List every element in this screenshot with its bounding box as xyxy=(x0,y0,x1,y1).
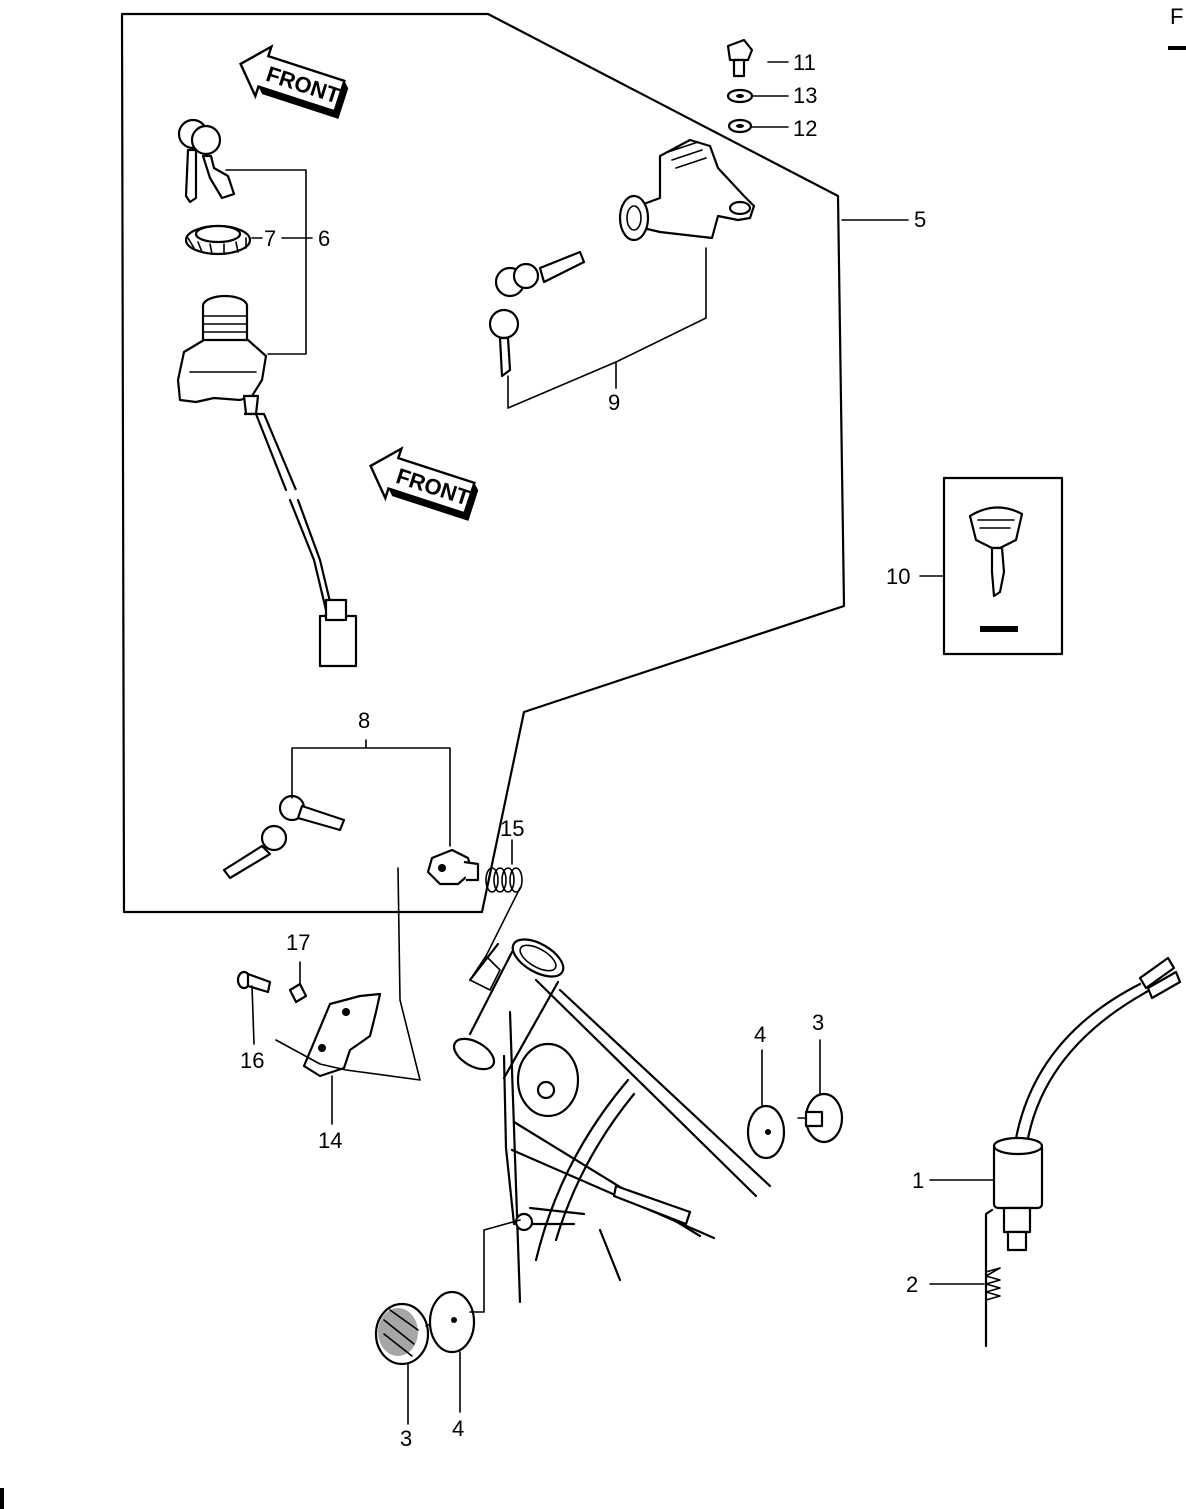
corner-dash xyxy=(1168,46,1186,50)
ring-nut xyxy=(184,224,252,256)
callout-12: 12 xyxy=(793,116,817,141)
frame-section xyxy=(452,938,772,1304)
callout-11: 11 xyxy=(793,50,816,75)
callout-4-right: 4 xyxy=(754,1022,766,1047)
return-spring xyxy=(984,1208,1001,1348)
screw xyxy=(236,970,272,994)
callout-6: 6 xyxy=(318,226,330,251)
reflector-right xyxy=(797,1092,844,1144)
callout-14: 14 xyxy=(318,1128,342,1153)
reflector-lower xyxy=(374,1302,447,1366)
seat-lock-keys xyxy=(222,794,346,880)
key-tag-card xyxy=(942,476,1064,656)
callout-2: 2 xyxy=(906,1272,918,1297)
nut xyxy=(288,982,308,1004)
bolt-and-washers xyxy=(726,38,754,134)
leader-lines xyxy=(225,61,995,1425)
callout-3-lower: 3 xyxy=(400,1426,412,1451)
callout-5: 5 xyxy=(914,207,926,232)
lock-cylinder xyxy=(426,848,480,886)
reflector-washer-right xyxy=(746,1104,786,1160)
spring xyxy=(485,867,523,893)
callout-1: 1 xyxy=(912,1168,924,1193)
callout-13: 13 xyxy=(793,83,817,108)
steering-lock-keys xyxy=(488,250,586,378)
corner-mark: F xyxy=(1170,4,1183,29)
brake-switch xyxy=(992,956,1182,1252)
ignition-keys xyxy=(177,118,236,204)
corner-edge-mark xyxy=(0,1488,4,1509)
callout-10: 10 xyxy=(886,564,910,589)
reflector-washer-lower xyxy=(428,1290,476,1354)
bracket-plate xyxy=(302,992,382,1078)
front-arrow-upper: FRONT xyxy=(238,44,349,119)
callout-4-lower: 4 xyxy=(452,1416,464,1441)
callout-16: 16 xyxy=(240,1048,264,1073)
callout-15: 15 xyxy=(500,816,524,841)
callout-3-right: 3 xyxy=(812,1010,824,1035)
front-arrow-lower: FRONT xyxy=(368,446,479,521)
callout-17: 17 xyxy=(286,930,310,955)
callout-7: 7 xyxy=(264,226,276,251)
callout-8: 8 xyxy=(358,708,370,733)
steering-lock xyxy=(618,138,756,242)
callout-9: 9 xyxy=(608,390,620,415)
kit-boundary-outline xyxy=(120,12,846,914)
ignition-switch xyxy=(176,294,358,668)
